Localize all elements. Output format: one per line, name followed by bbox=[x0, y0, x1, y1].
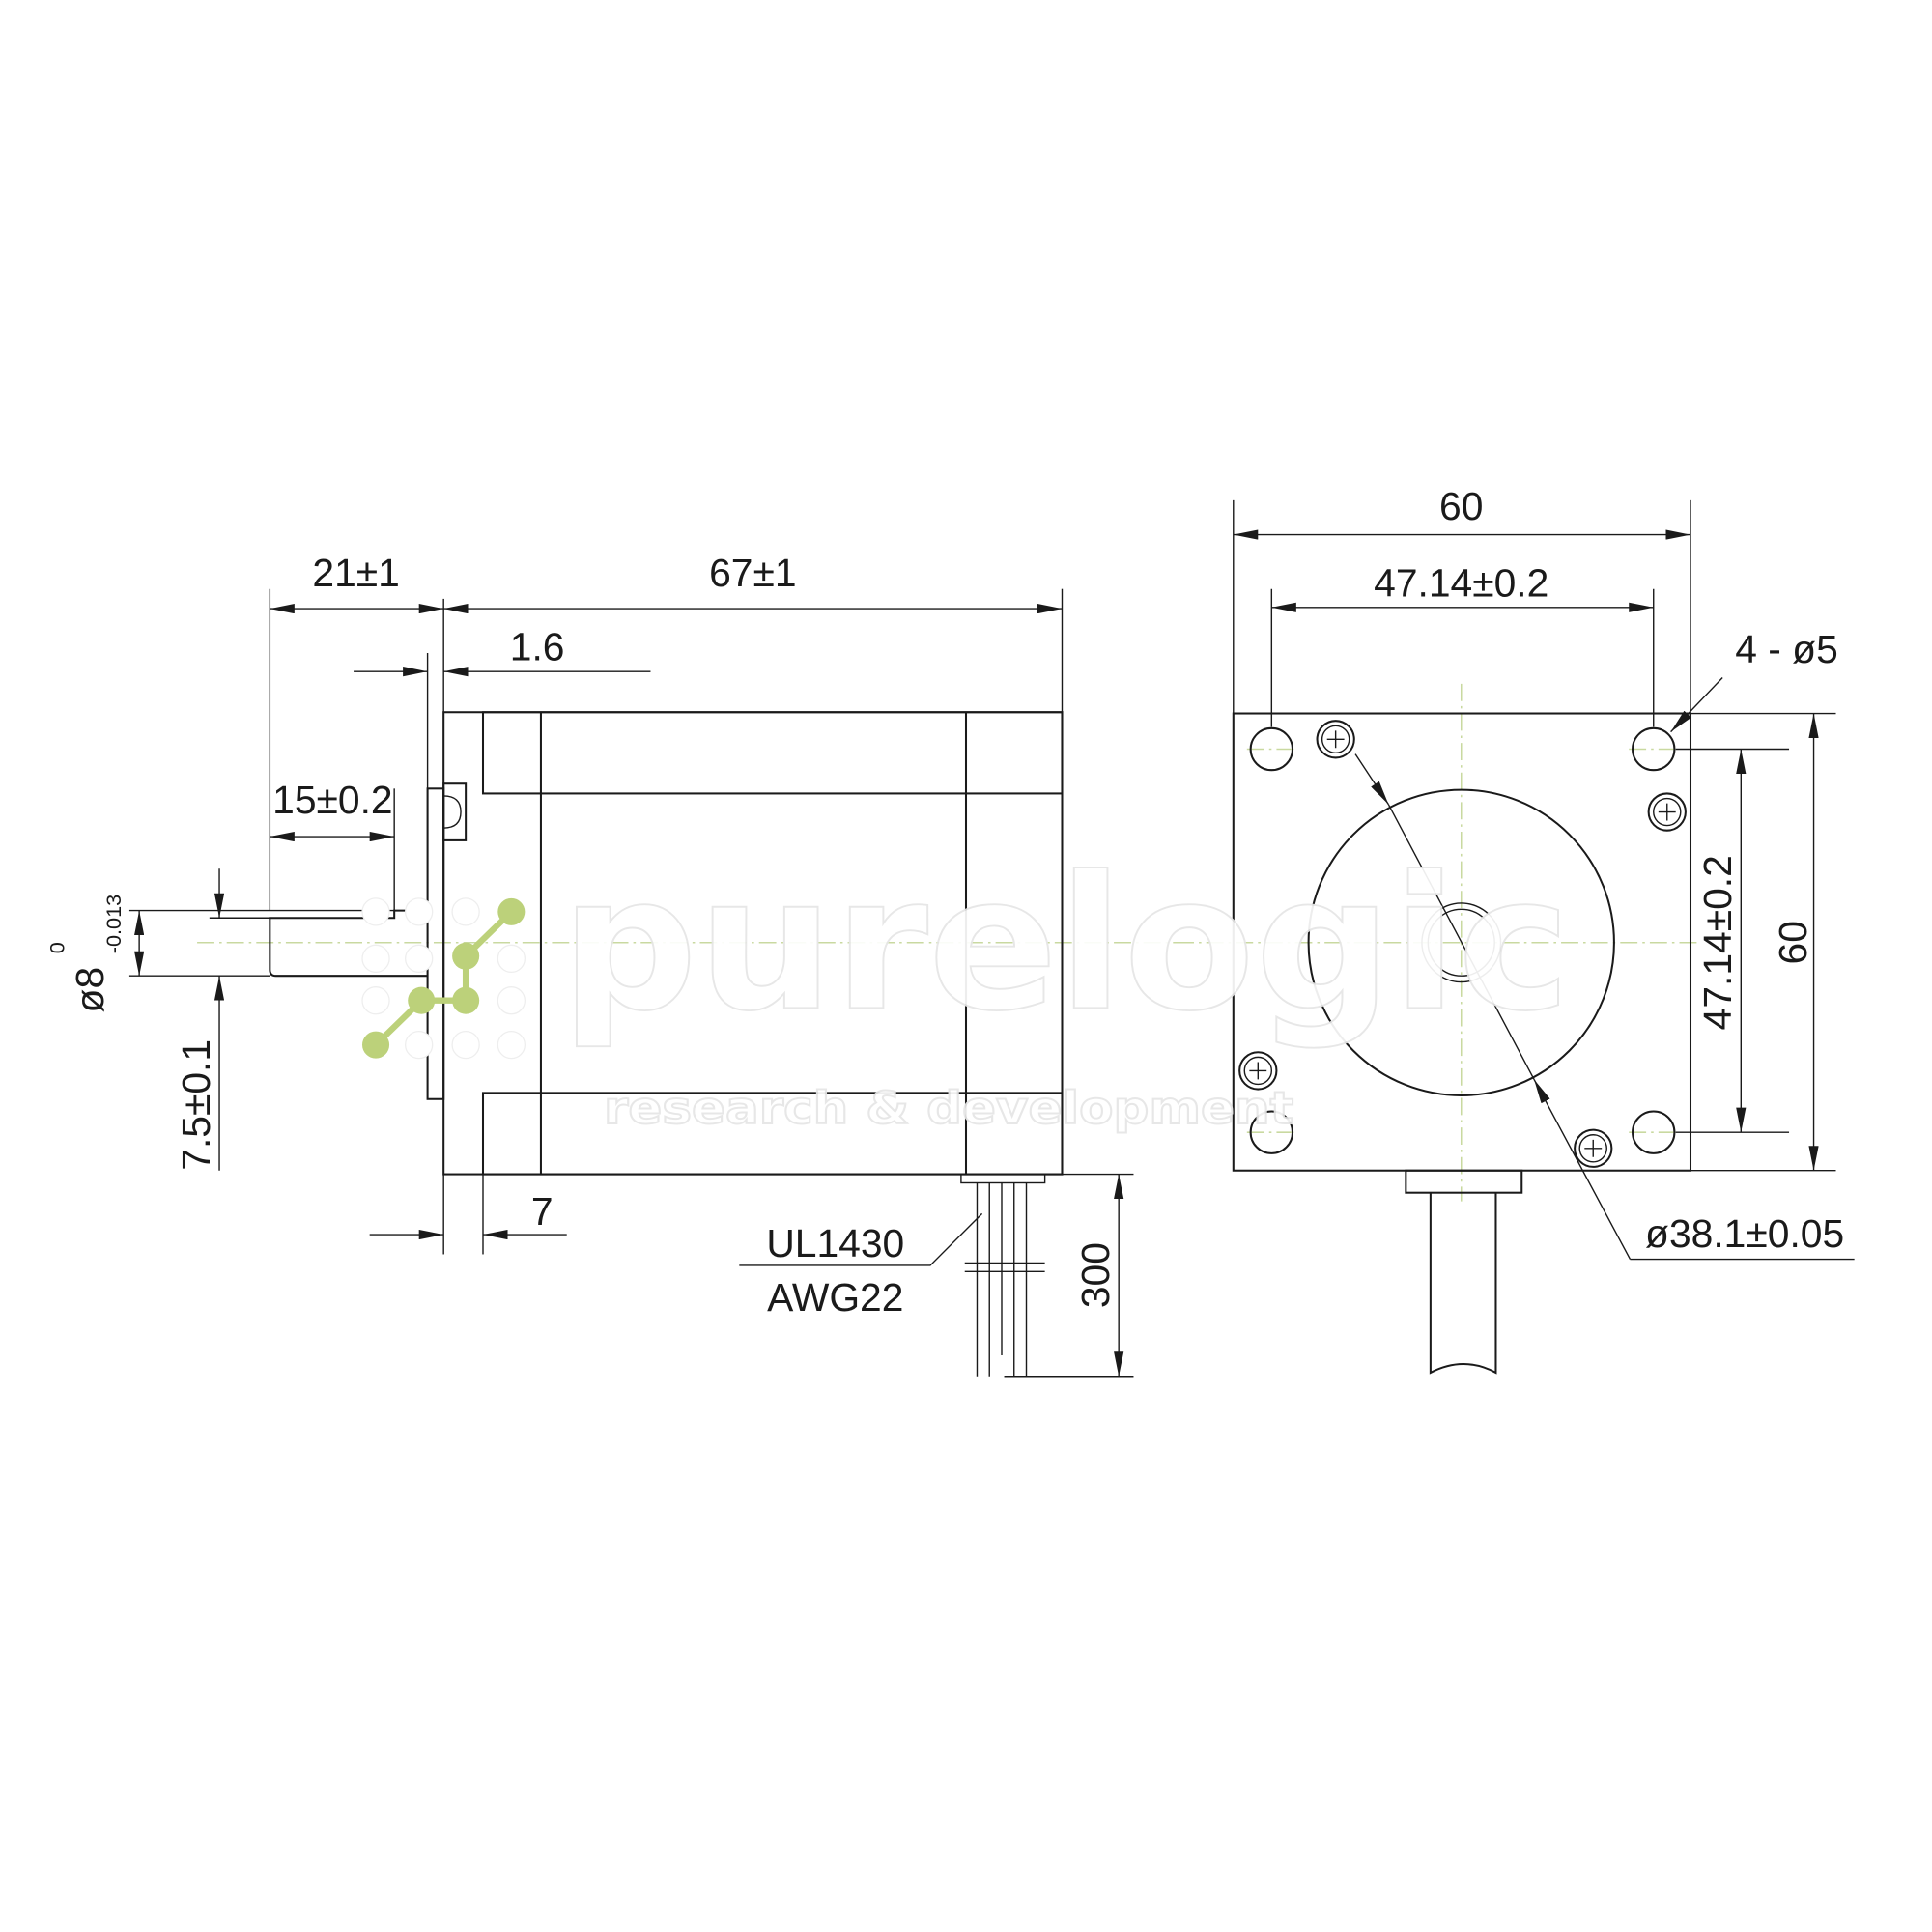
dim-height: 60 bbox=[1771, 921, 1815, 964]
boss-tab bbox=[442, 782, 468, 841]
wire-gauge-label: AWG22 bbox=[767, 1275, 903, 1320]
dim-hole-spacing-h: 47.14±0.2 bbox=[1374, 560, 1548, 605]
flange-plate bbox=[426, 787, 445, 1100]
dim-lead-length: 300 bbox=[1073, 1242, 1118, 1308]
dim-flat-length: 15±0.2 bbox=[272, 778, 392, 822]
pilot-boss bbox=[1307, 788, 1615, 1096]
screw-icons bbox=[1238, 720, 1687, 1168]
svg-text:ø8: ø8 bbox=[68, 967, 112, 1013]
purelogic-watermark-logo: purelogic research & development bbox=[361, 836, 1572, 1135]
dim-body-length: 67±1 bbox=[709, 551, 796, 595]
cable bbox=[1429, 1192, 1497, 1375]
bottom-end-cap bbox=[481, 1092, 1064, 1176]
dim-holes: 4 - ø5 bbox=[1735, 627, 1838, 671]
svg-text:-0.013: -0.013 bbox=[101, 895, 126, 953]
dim-pilot-diameter: ø38.1±0.05 bbox=[1645, 1211, 1844, 1256]
dim-flat-depth: 7.5±0.1 bbox=[174, 1039, 218, 1171]
mount-hole bbox=[1632, 726, 1676, 772]
dim-shaft-length: 21±1 bbox=[312, 551, 399, 595]
dim-shaft-diameter: ø8 0 -0.013 bbox=[44, 895, 126, 1013]
watermark-tagline: research & development bbox=[604, 1082, 1293, 1134]
dim-hole-spacing-v: 47.14±0.2 bbox=[1695, 855, 1740, 1030]
top-end-cap bbox=[481, 711, 1064, 795]
shaft-end bbox=[1421, 902, 1502, 983]
mount-hole bbox=[1249, 1110, 1294, 1154]
mount-hole bbox=[1632, 1110, 1676, 1154]
cable-gland bbox=[1405, 1169, 1523, 1194]
dim-boss-offset: 7 bbox=[531, 1189, 554, 1234]
mount-hole bbox=[1249, 726, 1294, 772]
svg-text:0: 0 bbox=[44, 942, 69, 953]
front-view: ø38.1±0.05 60 47.14±0.2 4 - ø5 47.14±0.2… bbox=[1177, 484, 1855, 1375]
lead-wires bbox=[960, 1173, 1046, 1377]
watermark-brand: purelogic bbox=[560, 837, 1571, 1052]
side-view: 21±1 67±1 1.6 15±0.2 ø8 0 -0.013 7.5±0.1… bbox=[44, 551, 1183, 1378]
dim-width: 60 bbox=[1439, 484, 1483, 528]
wire-type-label: UL1430 bbox=[766, 1221, 904, 1265]
dim-flange-thickness: 1.6 bbox=[510, 625, 565, 669]
shaft bbox=[269, 909, 428, 978]
